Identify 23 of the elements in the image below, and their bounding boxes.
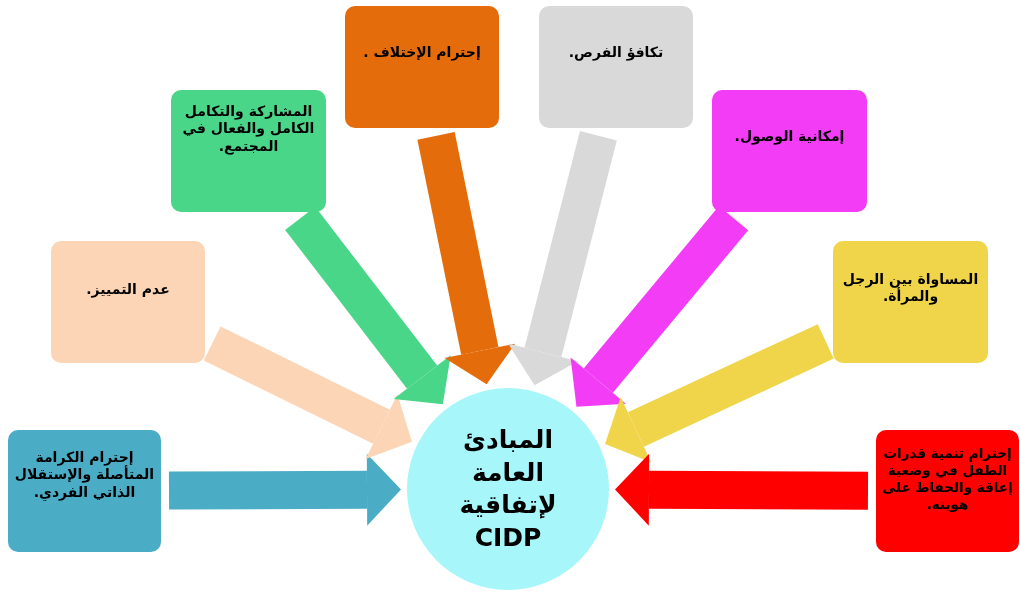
principle-box <box>345 6 499 128</box>
principle-text: إمكانية الوصول. <box>734 128 845 146</box>
center-title: المبادئ العامة لإتفاقية CIDP <box>458 424 558 554</box>
principle-box <box>8 430 161 552</box>
principle-box <box>51 241 205 363</box>
principle-text: المشاركة والتكامل الكامل والفعال في المجتمع. <box>181 102 316 156</box>
principle-text: المساواة بين الرجل والمرأة. <box>841 270 980 306</box>
block-arrow <box>417 132 516 385</box>
block-arrow <box>203 326 412 460</box>
block-arrow <box>615 453 869 526</box>
principle-box <box>539 6 693 128</box>
principle-text: إحترام تنمية قدرات الطفل في وضعية إعاقة والحفاظ على هويته. <box>881 445 1014 513</box>
block-arrow <box>508 131 617 386</box>
principle-box <box>833 241 988 363</box>
principle-text: تكافؤ الفرص. <box>568 44 664 62</box>
block-arrow <box>605 324 834 463</box>
principle-box <box>712 90 867 212</box>
principle-text: إحترام الإختلاف . <box>363 44 481 62</box>
principle-text: عدم التمييز. <box>86 281 170 299</box>
principle-box <box>171 90 326 212</box>
principle-text: إحترام الكرامة المتأصلة والإستقلال الذاتي الفردي. <box>14 448 155 502</box>
block-arrow <box>168 453 401 526</box>
principle-box <box>876 430 1019 552</box>
